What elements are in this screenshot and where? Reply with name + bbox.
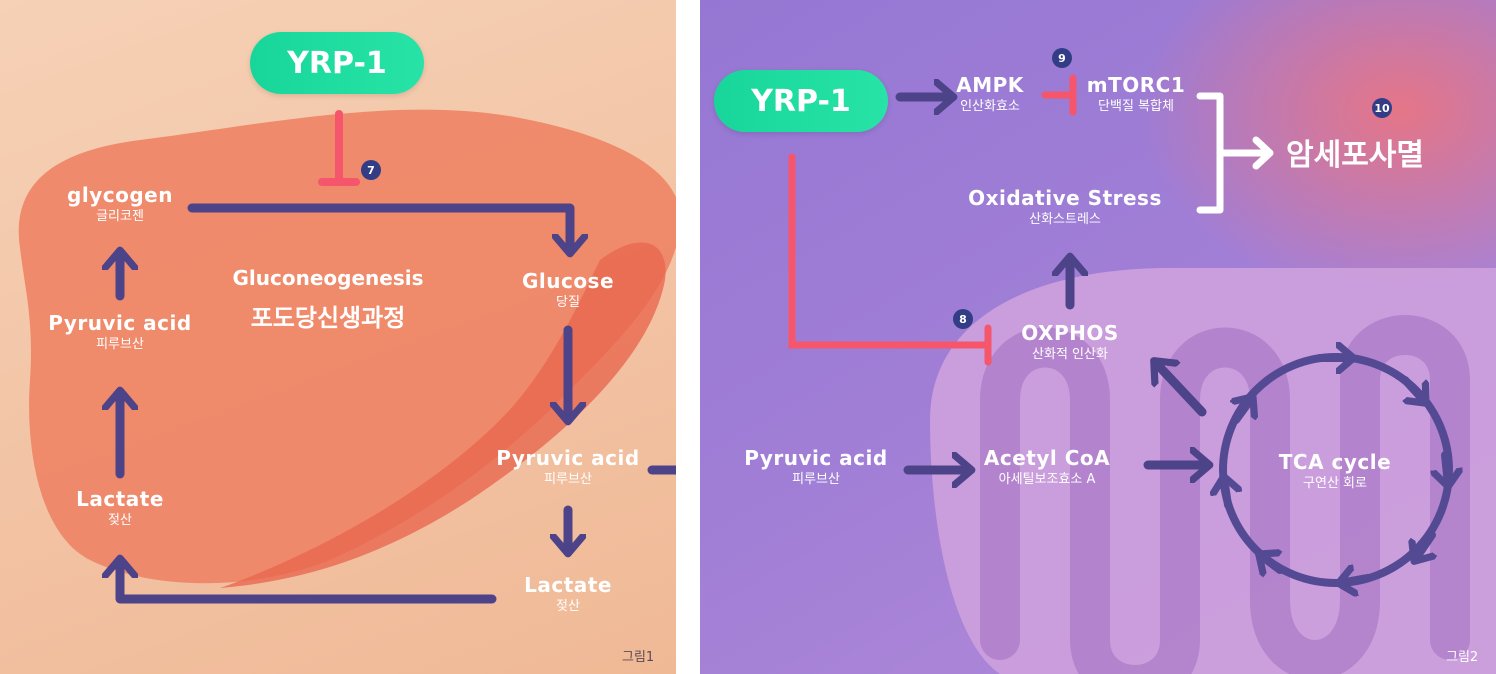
yrp-1-pill-fig1: YRP-1 xyxy=(250,32,424,94)
figure-1-panel: YRP-1 7 glycogen 글리코젠 Pyruvic acid 피루브산 … xyxy=(0,0,676,674)
tca-en: TCA cycle xyxy=(1278,450,1392,474)
apoptosis-label: 암세포사멸 xyxy=(1286,138,1424,173)
pyruvic-fig2-label: Pyruvic acid 피루브산 xyxy=(730,447,902,488)
gluconeogenesis-label: Gluconeogenesis 포도당신생과정 xyxy=(208,266,448,333)
mtorc1-ko: 단백질 복합체 xyxy=(1098,99,1174,114)
glycogen-ko: 글리코젠 xyxy=(96,209,144,224)
inhibit-line-8 xyxy=(788,153,990,349)
glucose-en: Glucose xyxy=(521,269,615,293)
liver-shape xyxy=(18,109,676,584)
acetyl-ko: 아세틸보조효소 A xyxy=(998,472,1096,487)
badge-8: 8 xyxy=(953,309,973,329)
pyruvic-left-en: Pyruvic acid xyxy=(48,311,192,335)
figure-2-graphics xyxy=(788,0,1496,674)
glycogen-label: glycogen 글리코젠 xyxy=(50,184,190,225)
badge-10: 10 xyxy=(1372,98,1392,118)
ampk-ko: 인산화효소 xyxy=(960,99,1020,114)
tca-cycle-label: TCA cycle 구연산 회로 xyxy=(1260,451,1410,492)
mtorc1-label: mTORC1 단백질 복합체 xyxy=(1076,74,1196,115)
oxidative-stress-label: Oxidative Stress 산화스트레스 xyxy=(950,187,1180,228)
lactate-right-label: Lactate 젖산 xyxy=(500,574,636,615)
lactate-right-en: Lactate xyxy=(524,573,612,597)
oxidative-en: Oxidative Stress xyxy=(968,186,1162,210)
pyruvic-left-ko: 피루브산 xyxy=(96,337,144,352)
ampk-label: AMPK 인산화효소 xyxy=(940,74,1040,115)
pyruvic-fig2-en: Pyruvic acid xyxy=(744,446,888,470)
glucose-ko: 당질 xyxy=(556,295,580,310)
arrow-tca-to-oxphos xyxy=(1155,362,1207,417)
lactate-left-label: Lactate 젖산 xyxy=(50,488,190,529)
figure-1-caption: 그림1 xyxy=(622,650,655,665)
pyruvic-left-label: Pyruvic acid 피루브산 xyxy=(30,312,210,353)
pyruvic-right-ko: 피루브산 xyxy=(544,472,592,487)
pyruvic-fig2-ko: 피루브산 xyxy=(792,472,840,487)
arrow-glycogen-to-glucose xyxy=(187,203,570,252)
mtorc1-en: mTORC1 xyxy=(1086,73,1186,97)
figure-2-panel: YRP-1 AMPK 인산화효소 mTORC1 단백질 복합체 9 10 암세포… xyxy=(700,0,1496,674)
acetyl-coa-label: Acetyl CoA 아세틸보조효소 A xyxy=(972,447,1122,488)
arrow-lactate-return xyxy=(120,560,497,604)
oxphos-ko: 산화적 인산화 xyxy=(1032,347,1108,362)
figure-2-caption: 그림2 xyxy=(1446,650,1479,665)
lactate-left-ko: 젖산 xyxy=(108,513,132,528)
glow-top-right xyxy=(1140,0,1496,300)
badge-9: 9 xyxy=(1052,48,1072,68)
gluconeogenesis-ko: 포도당신생과정 xyxy=(250,304,406,332)
acetyl-en: Acetyl CoA xyxy=(983,446,1111,470)
oxidative-ko: 산화스트레스 xyxy=(1029,212,1101,227)
pyruvic-right-en: Pyruvic acid xyxy=(496,446,640,470)
gluconeogenesis-en: Gluconeogenesis xyxy=(232,266,424,290)
lactate-right-ko: 젖산 xyxy=(556,599,580,614)
badge-7: 7 xyxy=(361,160,381,180)
ampk-en: AMPK xyxy=(956,73,1024,97)
oxphos-label: OXPHOS 산화적 인산화 xyxy=(1000,322,1140,363)
glycogen-en: glycogen xyxy=(67,183,173,207)
yrp-1-pill-fig2: YRP-1 xyxy=(714,70,888,132)
lactate-left-en: Lactate xyxy=(76,487,164,511)
glucose-label: Glucose 당질 xyxy=(500,270,636,311)
figure-1-graphics xyxy=(18,109,676,604)
pyruvic-right-label: Pyruvic acid 피루브산 xyxy=(482,447,654,488)
tca-ko: 구연산 회로 xyxy=(1303,476,1367,491)
oxphos-en: OXPHOS xyxy=(1021,321,1119,345)
